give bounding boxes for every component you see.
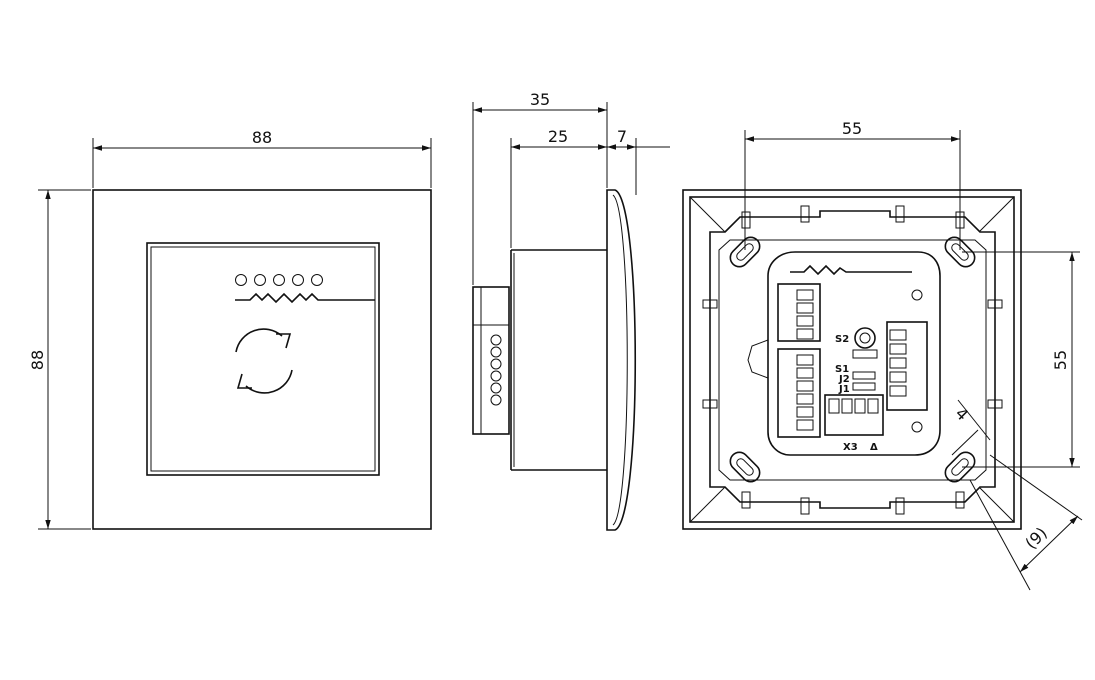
wave-logo-icon [235, 292, 375, 304]
dim-side-frame: 7 [575, 127, 670, 195]
back-terminal-x3 [824, 394, 884, 436]
back-terminal-left [777, 283, 821, 438]
side-frame-profile [606, 189, 637, 531]
back-mount-plate [709, 210, 996, 509]
front-frame-outline [92, 189, 432, 530]
label-j1: J1 [838, 384, 850, 395]
back-pcb [767, 251, 941, 456]
dim-back-horizontal-label: 55 [842, 119, 862, 138]
side-view: 35 25 7 [472, 90, 670, 531]
label-s2: S2 [835, 334, 849, 345]
rotary-switch-icon [852, 327, 878, 359]
dim-back-vertical-label: 55 [1051, 350, 1070, 370]
refresh-icon [235, 328, 293, 394]
back-jumpers [852, 371, 876, 391]
label-x3: X3 [843, 442, 858, 453]
dim-back-offset: 4 [952, 399, 991, 456]
dim-front-height-label: 88 [28, 350, 47, 370]
dim-side-total-label: 35 [530, 90, 550, 109]
back-view: S2 S1 J2 J1 X3 Δ 55 55 4 [682, 119, 1083, 591]
wave-logo-icon [790, 264, 912, 276]
back-frame-outer [682, 189, 1022, 530]
side-terminal-block [472, 286, 510, 435]
back-terminal-right [886, 321, 928, 411]
front-panel-outer [146, 242, 380, 476]
dim-side-frame-label: 7 [617, 127, 627, 146]
side-body [510, 249, 607, 471]
back-mount-slots [702, 205, 1003, 515]
dim-back-horizontal: 55 [744, 119, 961, 250]
dim-side-body: 25 [510, 127, 607, 248]
led-indicator-icon [235, 274, 323, 286]
dim-back-vertical: 55 [962, 251, 1080, 468]
dim-front-height: 88 [28, 189, 91, 530]
dim-back-corner-label: (9) [1021, 523, 1050, 552]
label-s1: S1 [835, 364, 849, 375]
dim-side-body-label: 25 [548, 127, 568, 146]
dim-side-total: 35 [472, 90, 608, 285]
dim-front-width-label: 88 [252, 128, 272, 147]
label-delta: Δ [870, 442, 878, 453]
front-view: 88 88 [28, 128, 432, 530]
back-frame-inner [689, 196, 1015, 523]
label-j2: J2 [838, 374, 850, 385]
side-terminal-screws [490, 334, 502, 406]
front-panel-inner [150, 246, 376, 472]
dim-front-width: 88 [92, 128, 432, 188]
